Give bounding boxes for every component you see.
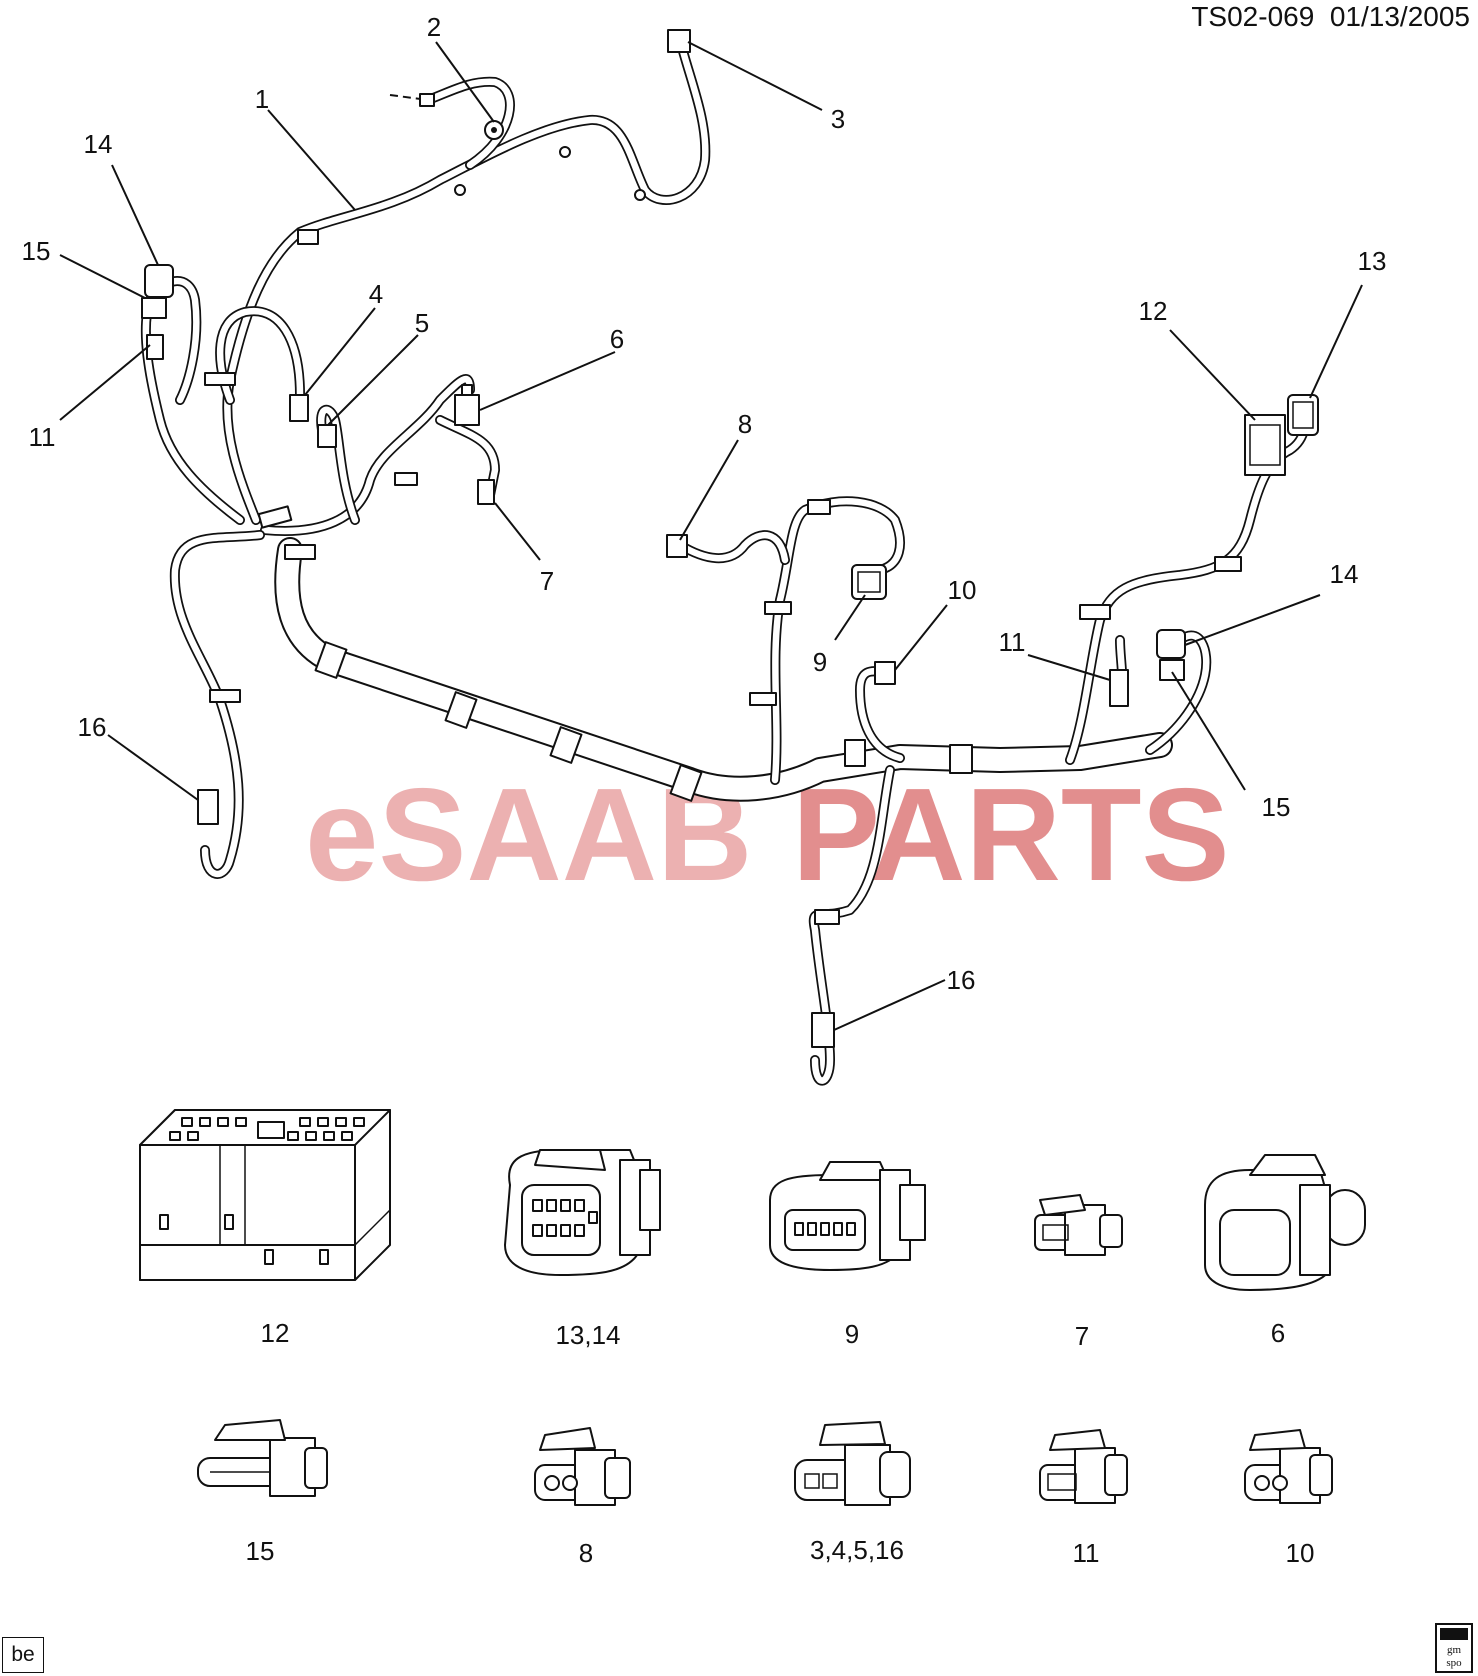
callout-4: 4	[369, 279, 383, 309]
corner-code: be	[2, 1637, 44, 1673]
callout-16-right: 16	[947, 965, 976, 995]
drawing-id: TS02-069 01/13/2005	[1191, 1, 1470, 32]
harness-wires	[140, 35, 1311, 1086]
upper-harness	[222, 35, 711, 525]
detail-label-6: 6	[1271, 1318, 1285, 1348]
detail-label-7: 7	[1075, 1321, 1089, 1351]
callout-15-left: 15	[22, 236, 51, 266]
connector-drawing-15	[197, 1419, 328, 1497]
callout-12: 12	[1139, 296, 1168, 326]
callout-6: 6	[610, 324, 624, 354]
connector-drawing-6	[1204, 1154, 1366, 1291]
svg-text:gm: gm	[1447, 1644, 1462, 1656]
connector-drawing-11	[1039, 1429, 1128, 1504]
callout-5: 5	[415, 308, 429, 338]
callout-11-right: 11	[999, 627, 1026, 657]
callout-9: 9	[813, 647, 827, 677]
connector-drawing-12	[139, 1109, 391, 1281]
callout-16-left: 16	[78, 712, 107, 742]
detail-label-8: 8	[579, 1538, 593, 1568]
callout-15-right: 15	[1262, 792, 1291, 822]
callout-8: 8	[738, 409, 752, 439]
detail-label-12: 12	[261, 1318, 290, 1348]
connector-drawing-10	[1244, 1429, 1333, 1504]
detail-label-13-14: 13,14	[555, 1320, 620, 1350]
callout-7: 7	[540, 566, 554, 596]
callout-2: 2	[427, 12, 441, 42]
callout-1: 1	[255, 84, 269, 114]
callout-numbers: 1 2 3 4 5 6 7 8 9 10 11 11 12 13 14 14 1…	[22, 12, 1387, 995]
callout-3: 3	[831, 104, 845, 134]
detail-label-3-4-5-16: 3,4,5,16	[810, 1535, 904, 1565]
gm-spo-logo: gm spo	[1435, 1623, 1473, 1673]
connector-drawing-13-14	[504, 1149, 661, 1276]
callout-11-left: 11	[29, 422, 56, 452]
leader-lines	[59, 41, 1363, 1031]
connector-drawing-7	[1034, 1194, 1123, 1256]
callout-13: 13	[1358, 246, 1387, 276]
connector-drawing-9	[769, 1161, 926, 1271]
harness-parts	[141, 29, 1319, 1048]
callout-10: 10	[948, 575, 977, 605]
connector-drawing-8	[534, 1427, 631, 1506]
detail-label-9: 9	[845, 1319, 859, 1349]
detail-label-10: 10	[1286, 1538, 1315, 1568]
callout-14-left: 14	[84, 129, 113, 159]
detail-label-15: 15	[246, 1536, 275, 1566]
detail-connectors	[139, 1109, 1366, 1506]
callout-14-right: 14	[1330, 559, 1359, 589]
watermark-part-b: PARTS	[792, 761, 1230, 908]
detail-label-11: 11	[1073, 1538, 1100, 1568]
connector-drawing-3-4-5-16	[794, 1421, 911, 1506]
detail-labels: 12 13,14 9 7 6 15 8 3,4,5,16 11 10	[246, 1318, 1315, 1568]
svg-text:spo: spo	[1446, 1657, 1462, 1669]
